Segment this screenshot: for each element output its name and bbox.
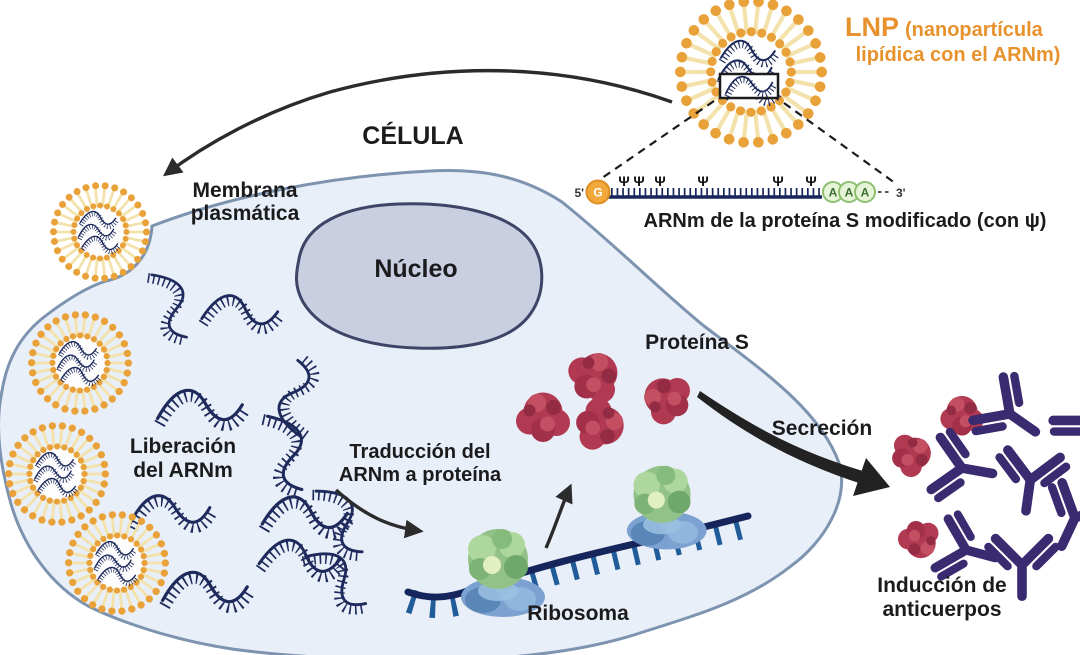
nucleus: [295, 202, 544, 350]
nucleus-label: Núcleo: [374, 255, 457, 283]
three-prime-label: 3': [896, 186, 906, 200]
induction-label-line1: Inducción de: [877, 574, 1007, 597]
psi-symbol: Ψ: [772, 173, 783, 189]
protein-s-label: Proteína S: [645, 331, 749, 354]
arrow-translation: [334, 488, 424, 539]
lnp-subtitle: lipídica con el ARNm): [856, 44, 1061, 66]
psi-symbol: Ψ: [618, 173, 629, 189]
cap-g-icon: [585, 179, 611, 205]
callout-dashed-line: [783, 102, 896, 184]
secretion-label: Secreción: [772, 417, 872, 440]
poly-a-tail: A A A: [822, 181, 876, 203]
ribosome-label: Ribosoma: [527, 602, 629, 625]
translation-label-line1: Traducción del: [349, 441, 490, 463]
antigen-icon: [885, 427, 938, 482]
svg-text:A: A: [845, 186, 854, 200]
antibody-icon: [969, 371, 1055, 459]
psi-symbol: Ψ: [697, 173, 708, 189]
release-label-line2: del ARNm: [133, 459, 233, 482]
lnp-icon: [64, 510, 170, 616]
lnp-icon: [27, 310, 133, 416]
release-label-line1: Liberación: [130, 435, 236, 458]
induction-label-line2: anticuerpos: [882, 598, 1001, 621]
arrow-secretion: [697, 391, 890, 496]
antibody-field: [885, 371, 1080, 596]
antibody-icon: [1048, 378, 1080, 466]
antibody-icon: [930, 430, 998, 506]
mrna-caption: ARNm de la proteína S modificado (con ψ): [644, 210, 1047, 232]
svg-text:A: A: [829, 186, 838, 200]
five-prime-label: 5': [574, 186, 584, 200]
antigen-icon: [893, 514, 946, 565]
arrow-ribosome-to-protein: [544, 483, 573, 549]
lnp-icon: [4, 421, 110, 527]
mrna-schematic: 5' G Ψ Ψ Ψ Ψ Ψ Ψ A A A 3': [574, 173, 906, 205]
arrow-lnp-to-cell: [163, 68, 673, 177]
psi-symbol: Ψ: [805, 173, 816, 189]
cap-g-label: G: [593, 186, 602, 200]
psi-symbol: Ψ: [654, 173, 665, 189]
membrane-label-line1: Membrana: [192, 179, 297, 202]
lnp-title: LNP(nanopartícula: [845, 12, 1044, 42]
psi-symbol: Ψ: [633, 173, 644, 189]
translation-label-line2: ARNm a proteína: [339, 464, 502, 486]
lnp-icon: [675, 0, 827, 148]
lnp-icon: [50, 182, 150, 282]
membrane-label-line2: plasmática: [191, 202, 300, 225]
callout-dashed-line: [601, 100, 715, 179]
svg-text:A: A: [861, 186, 870, 200]
cell-label: CÉLULA: [362, 121, 463, 150]
